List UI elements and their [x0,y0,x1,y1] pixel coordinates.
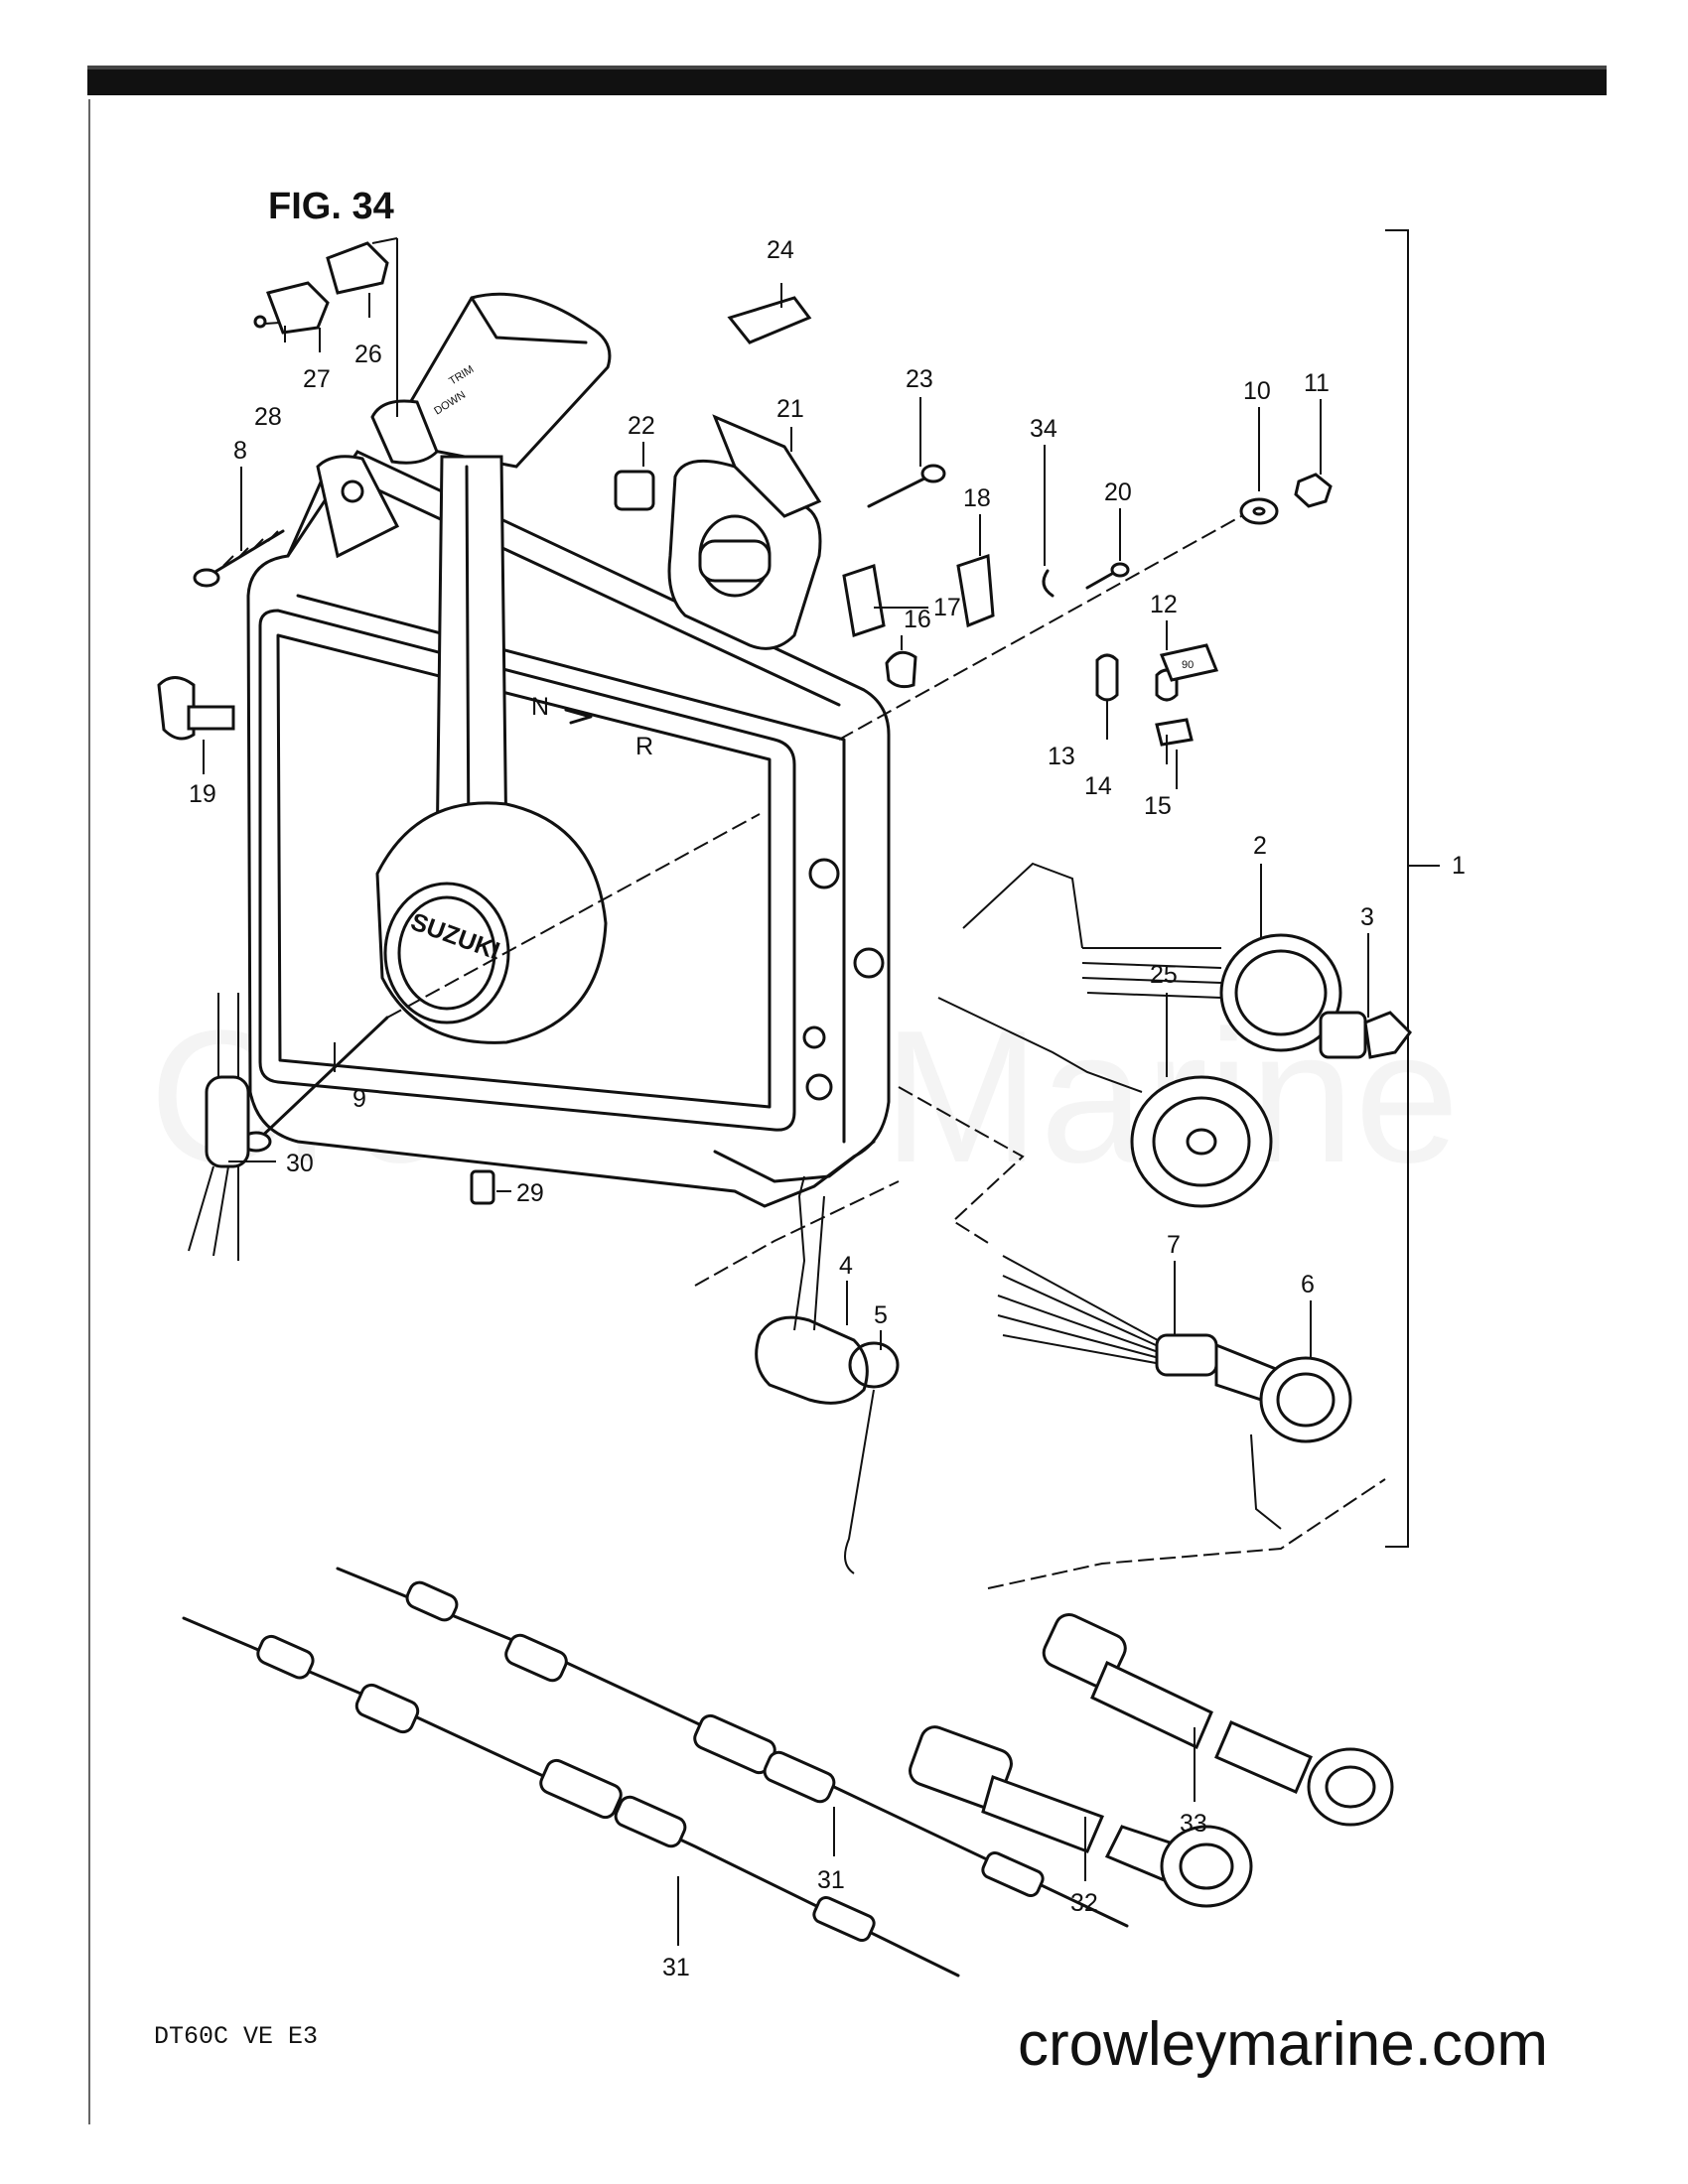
callout-20: 20 [1104,478,1132,506]
callout-33: 33 [1180,1810,1207,1838]
bolt-19 [157,676,235,741]
spring-pin-text: 90 [1182,659,1194,671]
callout-22: 22 [628,412,655,440]
model-code: DT60C VE E3 [154,2022,318,2051]
washer-nut [838,473,1333,741]
website-url: crowleymarine.com [1018,2010,1548,2079]
box-label-r: R [635,733,653,760]
callout-labels: 1 2 3 4 5 6 7 8 9 10 11 12 13 14 15 16 1… [189,236,1466,1981]
callout-2: 2 [1253,832,1267,860]
callout-7: 7 [1167,1231,1181,1259]
callout-16: 16 [904,606,931,633]
callout-3: 3 [1360,903,1374,931]
control-lever: TRIM DOWN SUZUKI [370,292,612,1044]
trim-switch-parts [614,296,822,650]
callout-13: 13 [1048,743,1075,770]
wire-30 [188,993,250,1261]
set-screw-29 [470,1169,495,1205]
callout-32: 32 [1070,1889,1098,1917]
callout-6: 6 [1301,1271,1315,1298]
callout-34: 34 [1030,415,1057,443]
callout-26: 26 [354,341,382,368]
callout-28: 28 [254,403,282,431]
callout-17: 17 [933,594,961,621]
detent-parts: 90 [1095,643,1219,747]
callout-31-upper: 31 [817,1866,845,1894]
callout-23: 23 [906,365,933,393]
callout-30: 30 [286,1150,314,1177]
callout-25: 25 [1150,961,1178,989]
callout-24: 24 [767,236,794,264]
small-hardware [842,464,1130,689]
cable-31-upper [336,1567,1129,1928]
ignition-switch [962,862,1412,1059]
callout-9: 9 [352,1085,366,1113]
extension-cable-32 [909,1725,1253,1908]
callout-18: 18 [963,484,991,512]
callout-11: 11 [1304,369,1330,397]
callout-15: 15 [1144,792,1172,820]
small-parts-26-27-28 [253,237,398,417]
assembly-bracket [1385,229,1440,1548]
leader-lines [203,283,1369,1946]
callout-14: 14 [1084,772,1112,800]
buzzer [937,997,1273,1208]
figure-label: FIG. 34 [268,186,394,227]
scan-border-top [87,66,1607,95]
callout-4: 4 [839,1252,853,1280]
screw-8 [193,529,285,588]
wiring-harness-7 [898,1086,1352,1530]
callout-31-lower: 31 [662,1954,690,1981]
callout-1: 1 [1452,852,1466,880]
cable-31-lower [182,1616,960,1978]
callout-8: 8 [233,437,247,465]
extension-cable-33 [987,1478,1394,1827]
callout-29: 29 [516,1179,544,1207]
callout-10: 10 [1243,377,1271,405]
callout-27: 27 [303,365,331,393]
box-label-n: N [531,693,549,721]
callout-21: 21 [776,395,804,423]
callout-12: 12 [1150,591,1178,618]
callout-5: 5 [874,1301,888,1329]
stop-switch [694,1175,900,1574]
callout-19: 19 [189,780,216,808]
